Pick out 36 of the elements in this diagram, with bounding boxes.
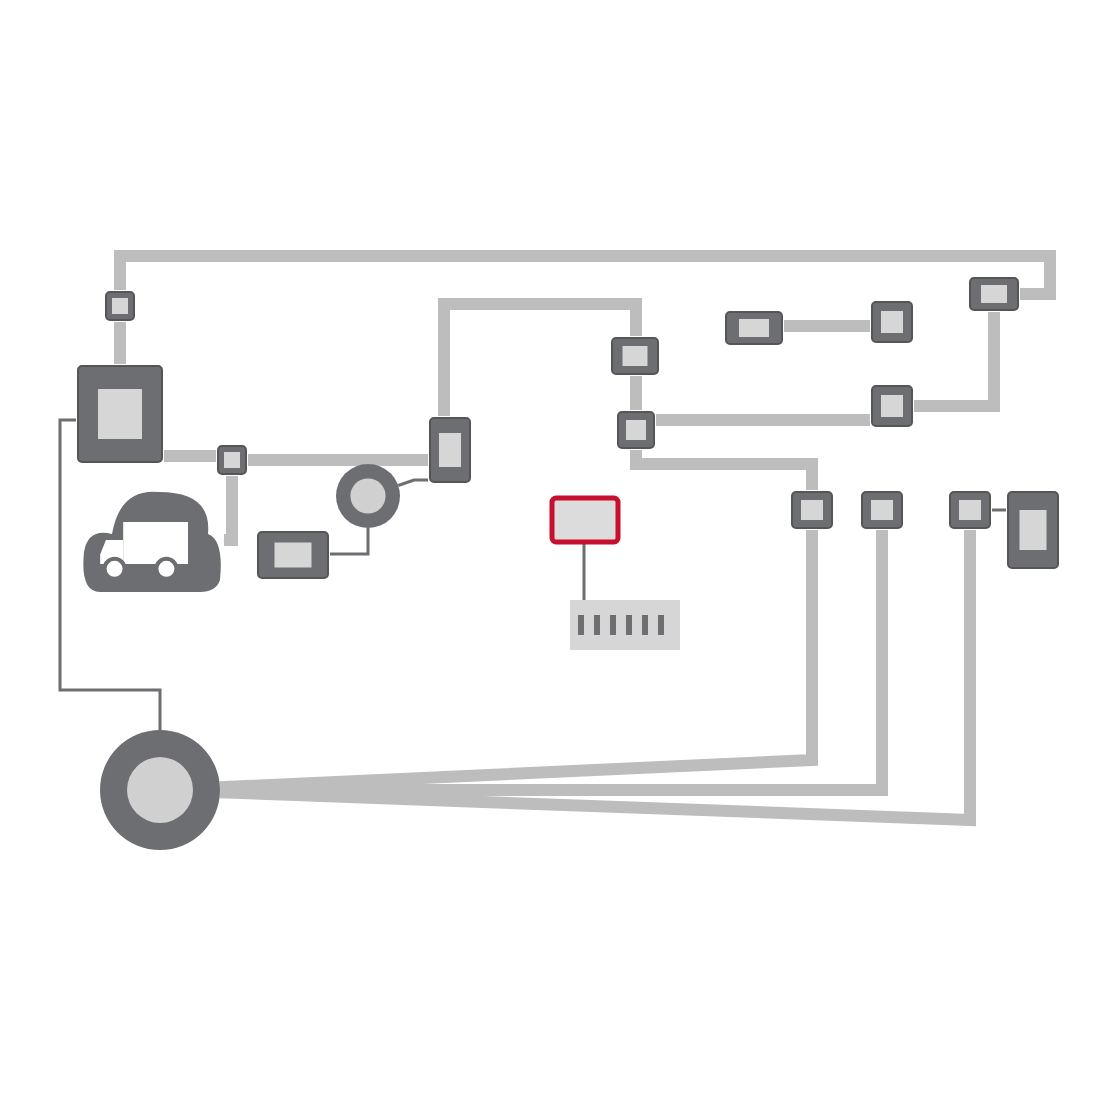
pipe [219,530,976,827]
wire [58,418,162,730]
pipe [914,306,1000,412]
blower-drawing [100,730,220,850]
valve [870,300,914,344]
valve-body [428,416,472,484]
control-unit [550,496,620,544]
valve [860,490,904,530]
pipe [224,476,238,546]
pipe-fitting [104,290,136,322]
valve [724,310,784,346]
valve [968,276,1020,312]
pipe-fitting [216,444,248,476]
pipe [630,376,642,410]
pipe [656,414,870,426]
pipe [438,298,642,416]
valve [948,490,992,530]
valve [870,384,914,428]
pump [336,464,400,528]
pipe [164,450,216,462]
display-unit [1006,490,1060,570]
pipe [114,250,1056,300]
pipe [784,320,870,332]
wire [330,528,370,556]
storage-tank [76,364,164,464]
valve [616,410,656,450]
dosing-unit [256,530,330,580]
valve [610,336,660,376]
pipe [248,454,428,466]
pipe [630,450,818,490]
wire [582,544,586,600]
terminal-block [570,600,680,650]
wire [397,478,428,487]
pipe [114,322,126,364]
wire [992,508,1006,512]
valve [790,490,834,530]
